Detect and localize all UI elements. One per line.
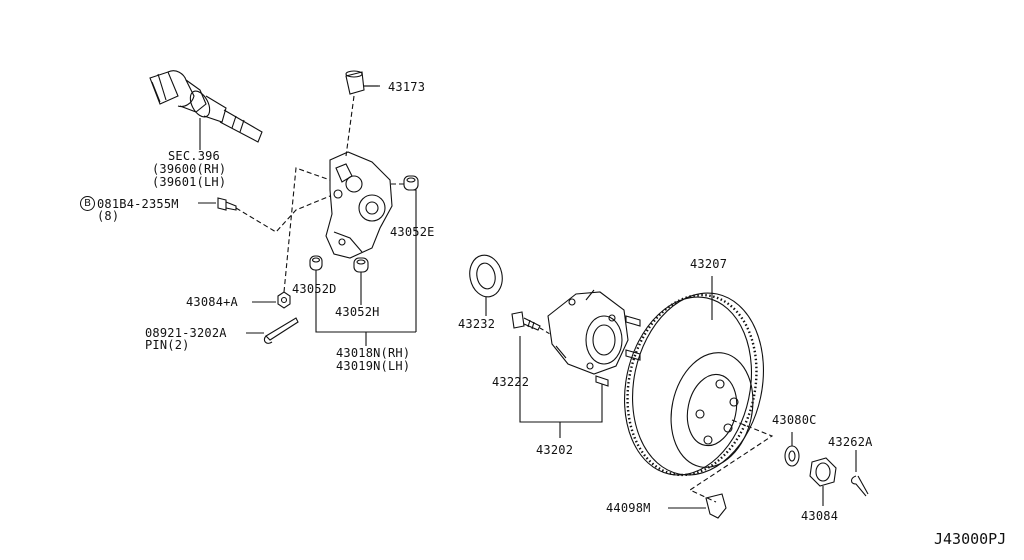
label-43018n: 43018N(RH) <box>336 346 411 360</box>
plug-44098m <box>668 493 727 519</box>
bolt-081b4 <box>217 197 237 211</box>
seal-43232 <box>469 254 503 316</box>
label-43052e: 43052E <box>390 225 435 239</box>
label-081b4: 081B4-2355M <box>97 197 179 211</box>
cotter-pin-43262a <box>850 450 869 497</box>
label-43084: 43084 <box>801 509 839 523</box>
bushing-43173 <box>345 70 378 95</box>
dashed-leaders-rotor <box>688 419 774 503</box>
washer-43080c <box>784 432 800 467</box>
bushing-43052d <box>309 255 323 271</box>
label-43052h: 43052H <box>335 305 380 319</box>
leaders-hub <box>519 336 603 438</box>
hub-nut-43084 <box>809 457 837 506</box>
drive-shaft <box>149 70 263 150</box>
diagram-code: J43000PJ <box>934 530 1007 548</box>
bolt-circle-b: B <box>80 196 95 211</box>
steering-knuckle <box>325 151 393 259</box>
label-bolt-qty: (8) <box>97 209 120 223</box>
dashed-leaders-knuckle <box>235 95 404 293</box>
label-43019n: 43019N(LH) <box>336 359 411 373</box>
bushing-43052e <box>403 175 419 191</box>
hub-assembly <box>547 289 641 387</box>
bushing-43052h <box>353 257 369 273</box>
hub-bolt <box>511 311 541 331</box>
hub-bolt-dash <box>539 327 551 335</box>
brake-rotor <box>623 276 765 477</box>
label-sec396: SEC.396 <box>168 149 220 163</box>
label-44098m: 44098M <box>606 501 651 515</box>
label-pin2: PIN(2) <box>145 338 190 352</box>
label-43207: 43207 <box>690 257 728 271</box>
label-39601: (39601(LH) <box>152 175 227 189</box>
nut-43084a <box>277 291 291 309</box>
label-08921: 08921-3202A <box>145 326 227 340</box>
label-43173: 43173 <box>388 80 426 94</box>
label-43084a: 43084+A <box>186 295 238 309</box>
label-43052d: 43052D <box>292 282 337 296</box>
label-43232: 43232 <box>458 317 496 331</box>
label-43262a: 43262A <box>828 435 873 449</box>
label-43202: 43202 <box>536 443 574 457</box>
cotter-pin <box>263 317 299 344</box>
label-43222: 43222 <box>492 375 530 389</box>
leaders-knuckle <box>198 85 417 346</box>
label-39600: (39600(RH) <box>152 162 227 176</box>
label-43080c: 43080C <box>772 413 817 427</box>
